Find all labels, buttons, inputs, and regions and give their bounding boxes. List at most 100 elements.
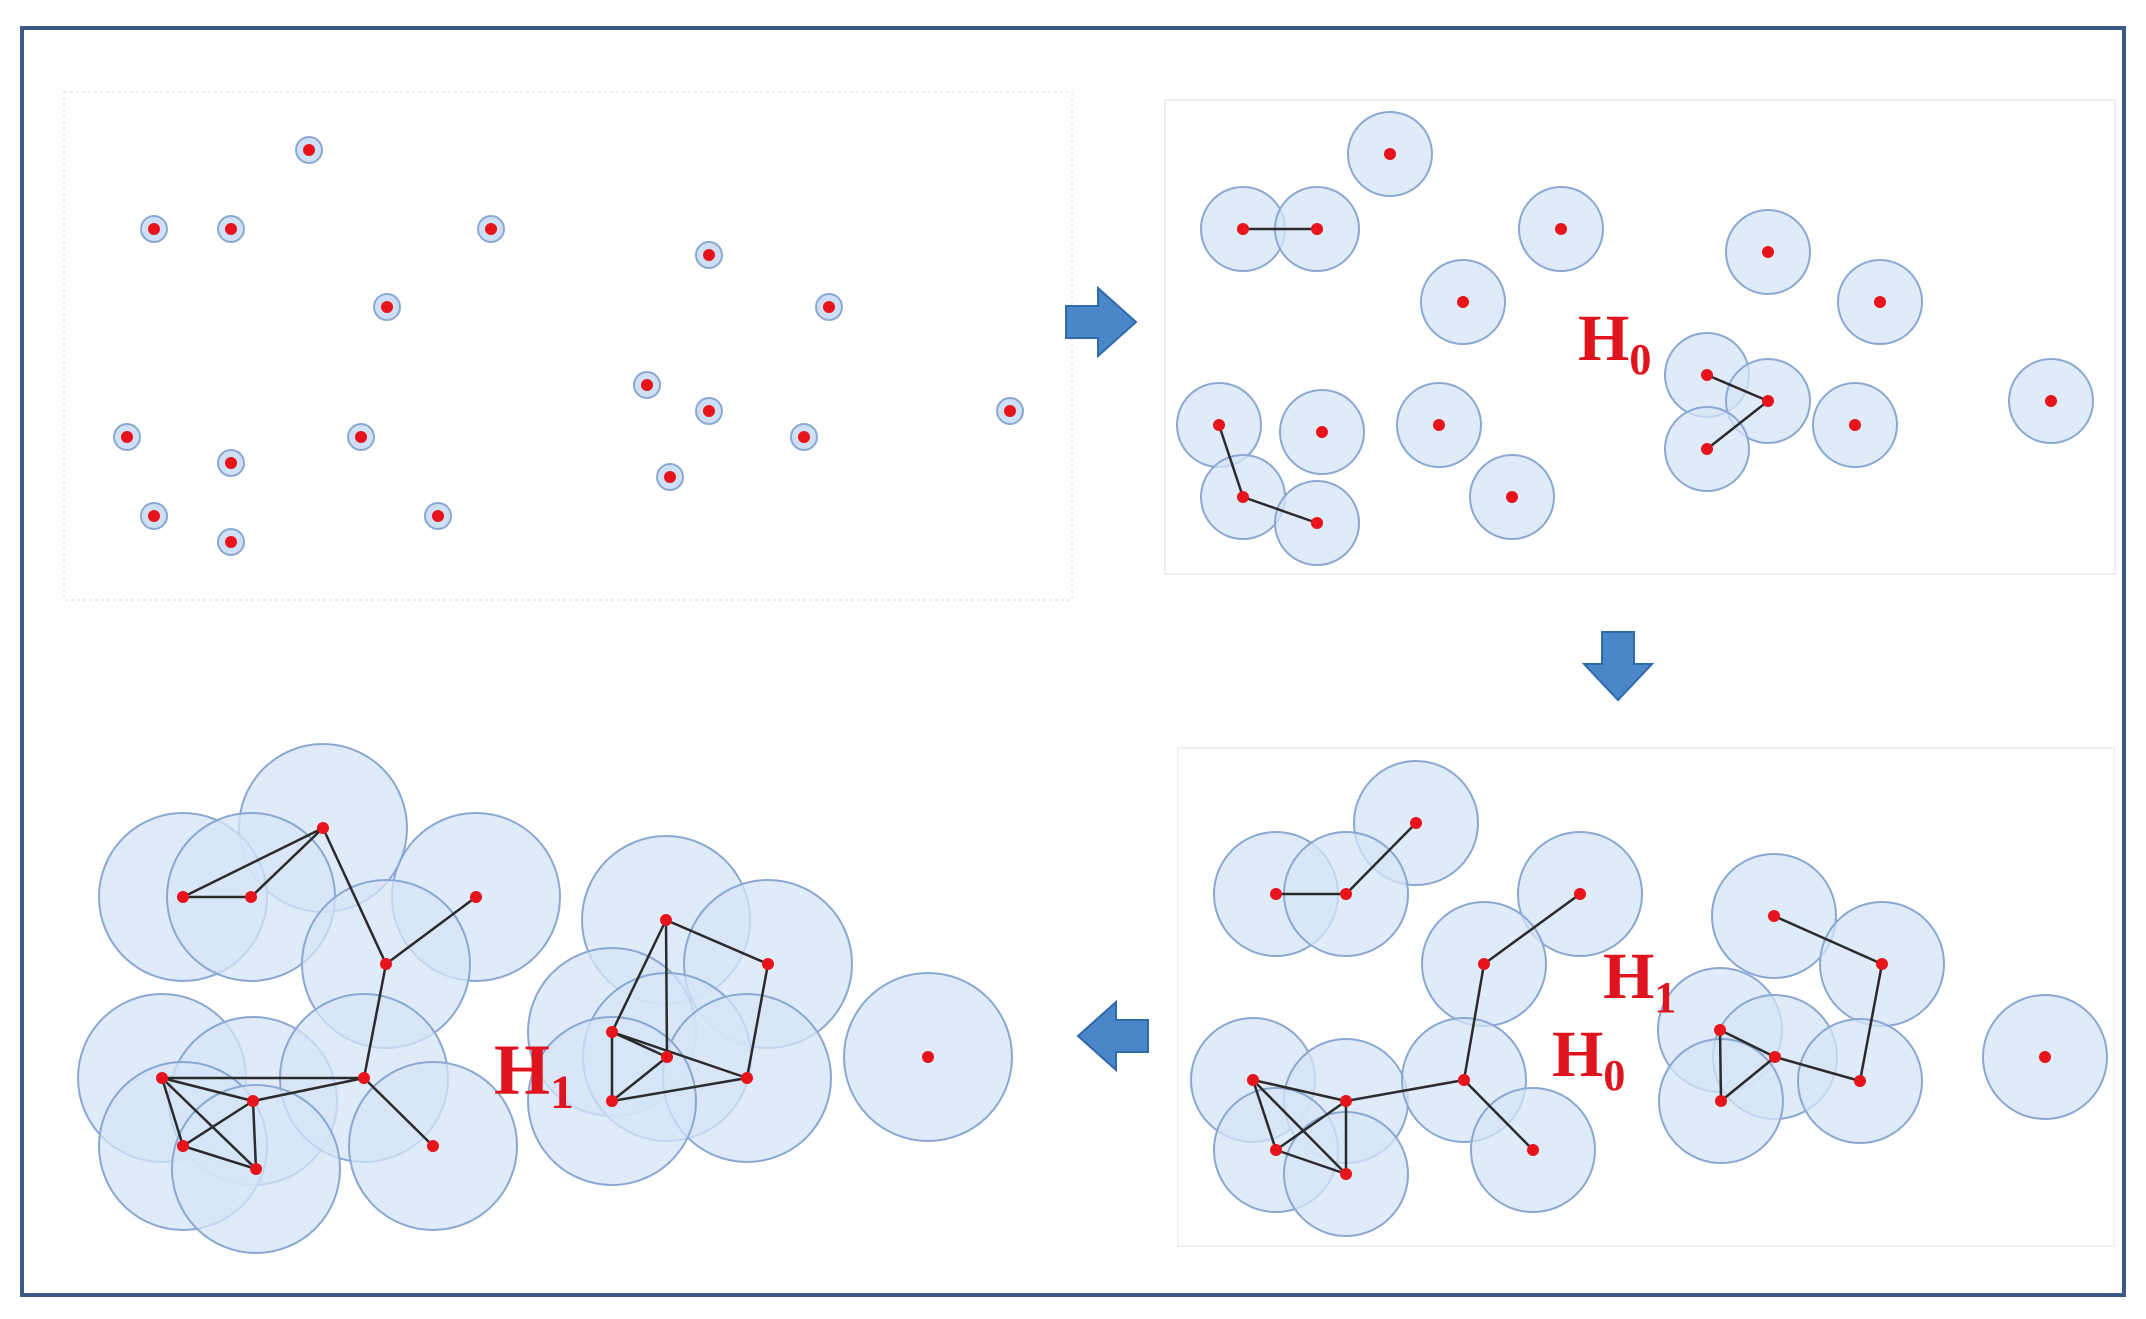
point xyxy=(1701,443,1713,455)
point xyxy=(148,223,160,235)
edge xyxy=(1720,1056,1776,1102)
panel-large-radius: H1 xyxy=(77,743,1013,1254)
point xyxy=(2045,395,2057,407)
point xyxy=(427,1140,439,1152)
point xyxy=(2039,1051,2051,1063)
point xyxy=(1701,369,1713,381)
point xyxy=(660,914,672,926)
edge xyxy=(250,827,324,898)
point xyxy=(1340,1095,1352,1107)
edge xyxy=(252,1076,365,1103)
edge xyxy=(1252,1079,1347,1175)
point xyxy=(606,1026,618,1038)
point xyxy=(381,301,393,313)
point xyxy=(121,431,133,443)
point xyxy=(703,249,715,261)
point xyxy=(1004,405,1016,417)
point xyxy=(432,510,444,522)
point xyxy=(1311,517,1323,529)
edge xyxy=(182,1099,254,1148)
edge xyxy=(1718,1029,1723,1102)
point xyxy=(225,457,237,469)
point xyxy=(1762,395,1774,407)
edge xyxy=(1252,1078,1347,1103)
edge xyxy=(1345,822,1417,895)
point xyxy=(1769,1051,1781,1063)
point xyxy=(1714,1024,1726,1036)
point xyxy=(177,1140,189,1152)
edge xyxy=(1858,963,1884,1082)
point xyxy=(1410,817,1422,829)
point xyxy=(661,1051,673,1063)
point xyxy=(1555,223,1567,235)
edge xyxy=(1706,400,1769,450)
point xyxy=(762,958,774,970)
edge xyxy=(161,1077,257,1170)
edge xyxy=(182,826,324,899)
edge xyxy=(664,919,669,1058)
point xyxy=(1457,296,1469,308)
point xyxy=(177,891,189,903)
point xyxy=(1237,491,1249,503)
edge xyxy=(1774,1055,1861,1083)
point xyxy=(156,1072,168,1084)
edge xyxy=(251,1100,258,1170)
edge xyxy=(1242,495,1318,525)
edge xyxy=(160,1077,185,1147)
point xyxy=(1874,296,1886,308)
arrow-right-icon xyxy=(1065,285,1138,359)
point xyxy=(1270,888,1282,900)
point xyxy=(1316,426,1328,438)
edge xyxy=(321,827,388,965)
flow-arrows xyxy=(1065,285,1655,1073)
point xyxy=(1715,1095,1727,1107)
point xyxy=(380,958,392,970)
edge xyxy=(362,963,388,1079)
point xyxy=(303,144,315,156)
point xyxy=(823,301,835,313)
point xyxy=(1237,223,1249,235)
point xyxy=(1574,888,1586,900)
panel-small-radius: H0 xyxy=(1164,99,2116,575)
point xyxy=(1876,958,1888,970)
edge xyxy=(1345,1078,1465,1103)
point xyxy=(1768,910,1780,922)
point xyxy=(1854,1075,1866,1087)
panel-1-border xyxy=(63,91,1073,601)
point xyxy=(247,1095,259,1107)
edge xyxy=(363,1077,434,1147)
point xyxy=(485,223,497,235)
point xyxy=(225,536,237,548)
point xyxy=(470,891,482,903)
edge xyxy=(1463,1079,1534,1151)
point xyxy=(606,1095,618,1107)
edge xyxy=(1275,1099,1347,1152)
point xyxy=(148,510,160,522)
point xyxy=(355,431,367,443)
point xyxy=(225,223,237,235)
point xyxy=(741,1072,753,1084)
h0-label: H0 xyxy=(1552,1018,1625,1100)
edge xyxy=(1251,1079,1278,1151)
point xyxy=(1311,223,1323,235)
edge xyxy=(182,1144,257,1171)
panel-point-cloud xyxy=(63,91,1073,601)
point xyxy=(250,1163,262,1175)
point xyxy=(1340,888,1352,900)
arrow-down-icon xyxy=(1581,631,1655,702)
point xyxy=(1340,1168,1352,1180)
point xyxy=(1762,246,1774,258)
h1-label: H1 xyxy=(1603,940,1676,1022)
point xyxy=(245,891,257,903)
point xyxy=(1247,1074,1259,1086)
edge xyxy=(611,1076,748,1103)
point xyxy=(1458,1074,1470,1086)
edge xyxy=(385,895,477,966)
point xyxy=(1849,419,1861,431)
h1-label: H1 xyxy=(494,1030,574,1119)
point xyxy=(1506,491,1518,503)
point xyxy=(1433,419,1445,431)
edge xyxy=(1275,1148,1347,1176)
point xyxy=(317,822,329,834)
